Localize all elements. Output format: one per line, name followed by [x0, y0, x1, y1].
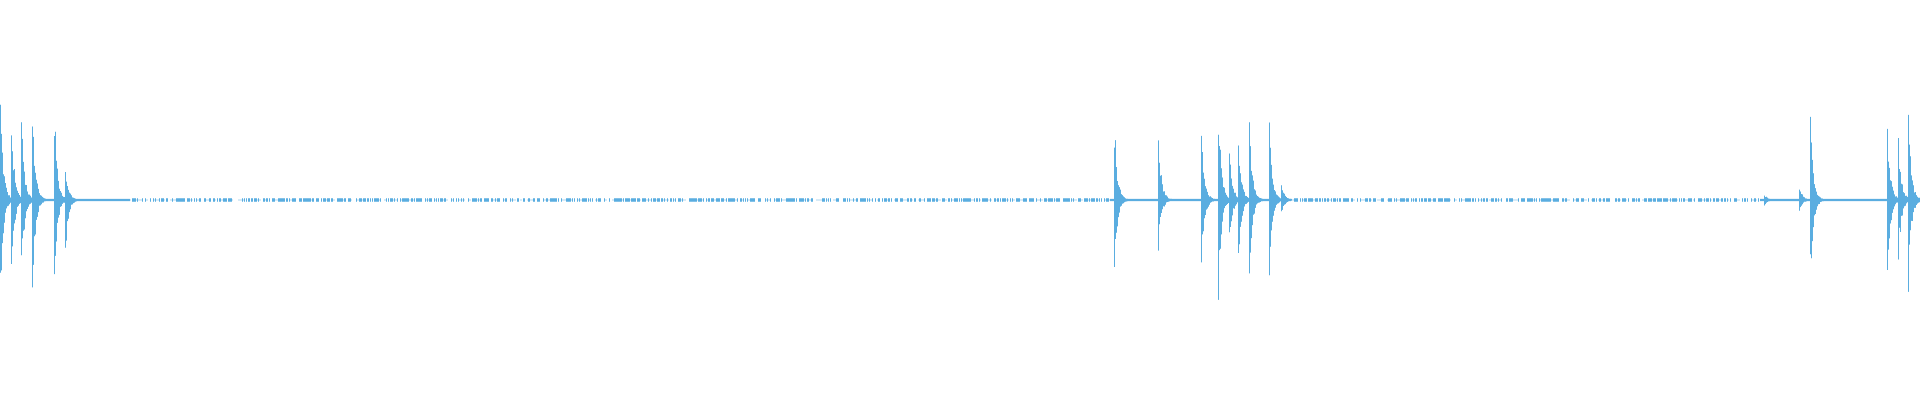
- waveform-samples: [0, 104, 1920, 300]
